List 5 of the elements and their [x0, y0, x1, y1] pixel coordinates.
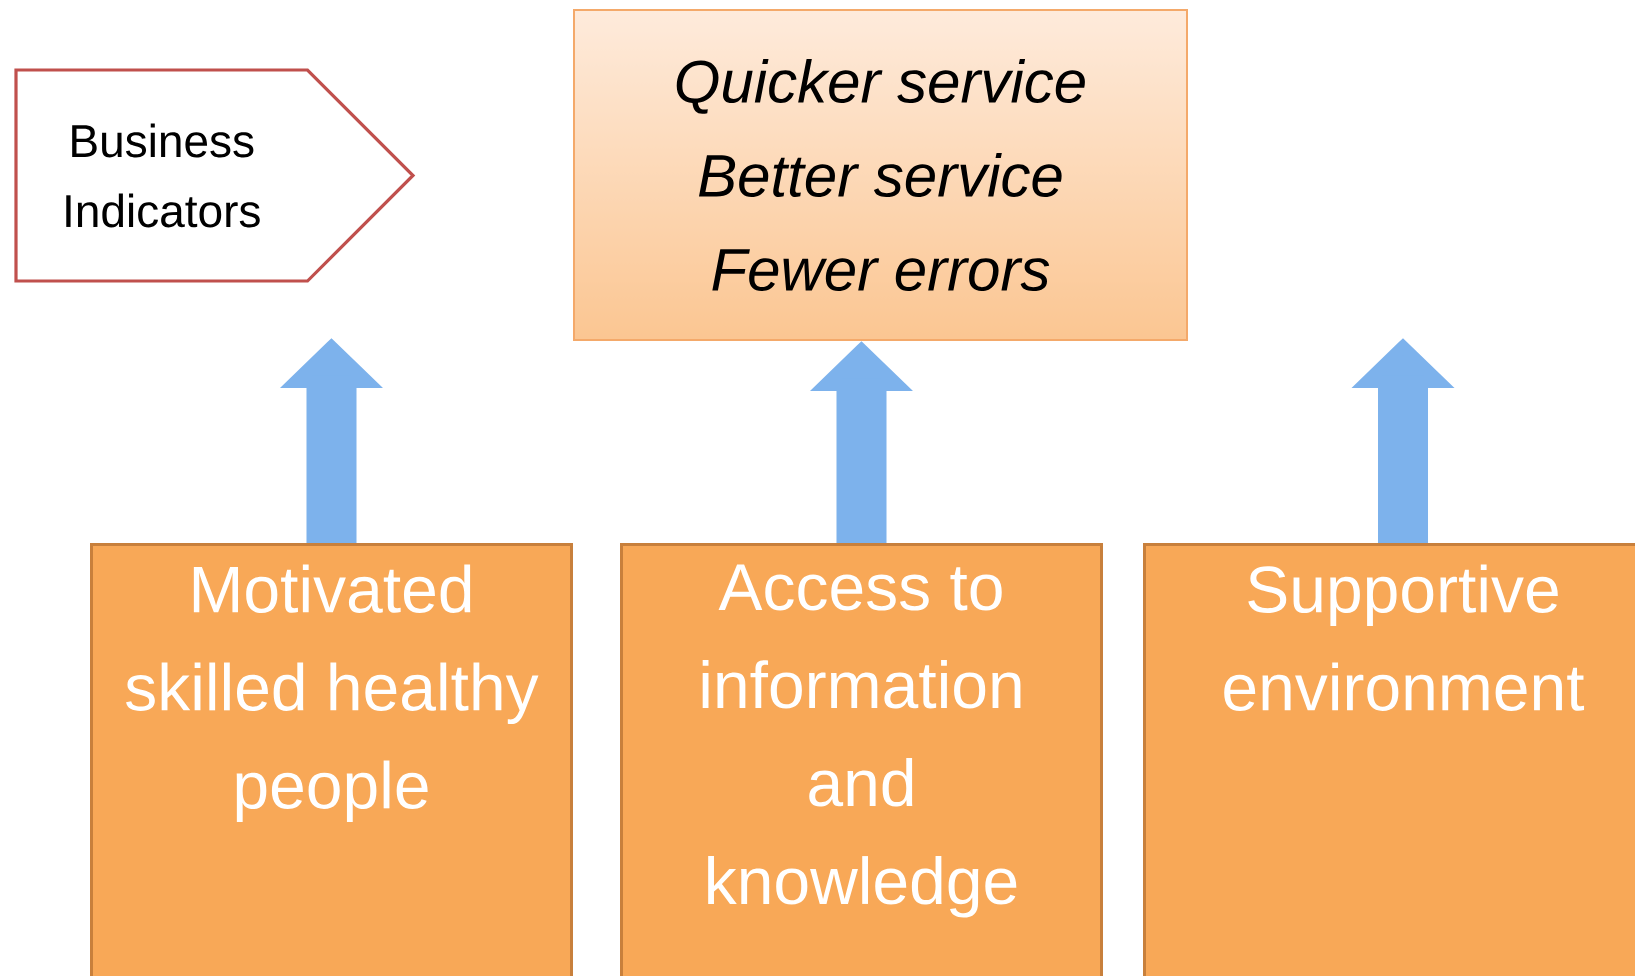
pentagon-label: Business Indicators [14, 68, 416, 283]
factor-box: Supportive environment [1143, 543, 1635, 976]
factor-box: Access to information and knowledge [620, 543, 1103, 976]
factor-box: Motivated skilled healthy people [90, 543, 573, 976]
outcome-box: Quicker service Better service Fewer errors [573, 9, 1188, 341]
